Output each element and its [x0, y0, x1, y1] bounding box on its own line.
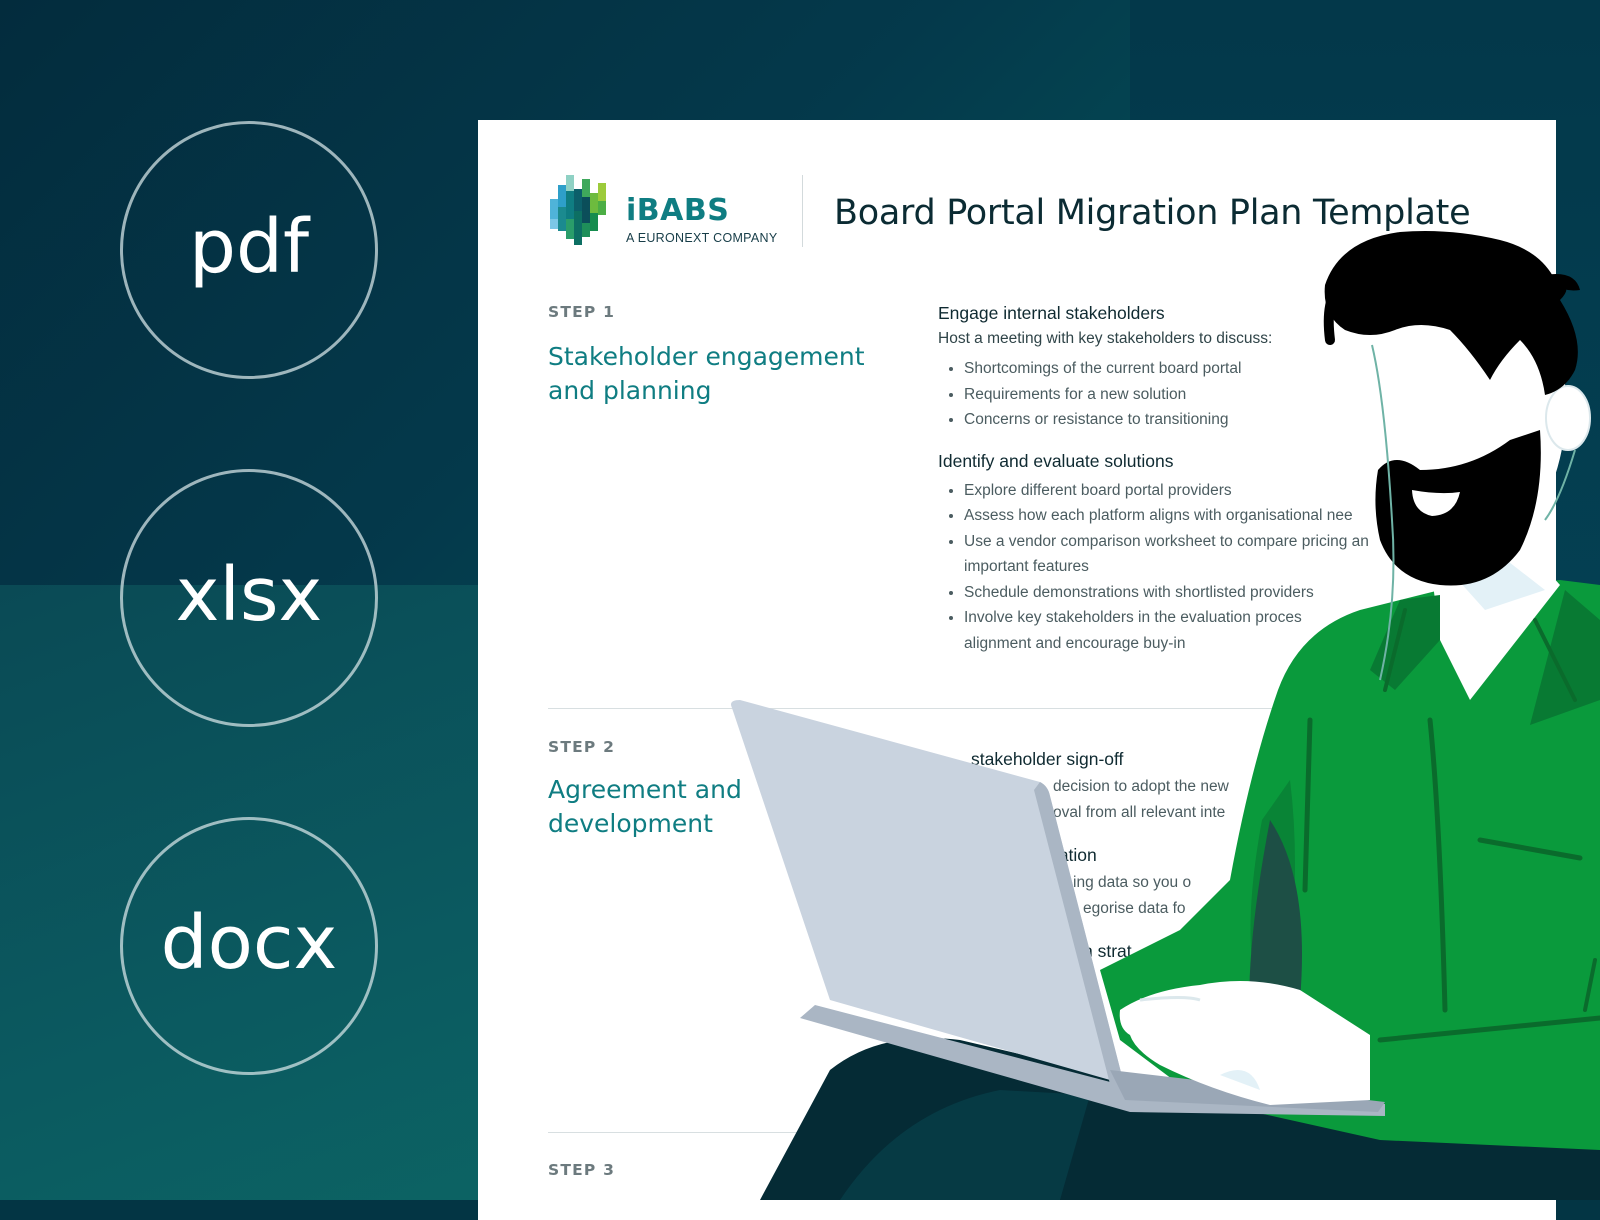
- step-1-content: Engage internal stakeholders Host a meet…: [938, 303, 1538, 674]
- list-item: Use a vendor comparison worksheet to com…: [964, 529, 1404, 580]
- bullet-list: Shortcomings of the current board portal…: [938, 356, 1538, 433]
- format-badge-pdf[interactable]: pdf: [120, 121, 378, 379]
- document-header: iBABS A EURONEXT COMPANY Board Portal Mi…: [548, 175, 1508, 247]
- header-divider: [802, 175, 803, 247]
- format-badge-label: xlsx: [175, 552, 323, 638]
- format-badge-xlsx[interactable]: xlsx: [120, 469, 378, 727]
- section-divider: [548, 708, 1508, 709]
- fragment-heading: ration: [1053, 845, 1097, 865]
- step-2-title-line-2: development: [548, 809, 713, 838]
- list-item: Assess how each platform aligns with org…: [964, 503, 1538, 529]
- fragment-text: egorise data fo: [1083, 900, 1186, 917]
- document-title: Board Portal Migration Plan Template: [834, 193, 1471, 233]
- list-item: Explore different board portal providers: [964, 478, 1538, 504]
- step-2-title-line-1: Agreement and: [548, 775, 742, 804]
- bullet-list: Explore different board portal providers…: [938, 478, 1538, 657]
- format-badge-docx[interactable]: docx: [120, 817, 378, 1075]
- step-3-label: STEP 3: [548, 1161, 616, 1179]
- fragment-text: oval from all relevant inte: [1053, 804, 1226, 821]
- brand-subtitle: A EURONEXT COMPANY: [626, 231, 778, 245]
- section-divider: [548, 1132, 1508, 1133]
- fragment-heading: n strat: [1083, 941, 1132, 961]
- step-1-label: STEP 1: [548, 303, 616, 321]
- fragment-heading: stakeholder sign-off: [971, 749, 1124, 769]
- document-preview: iBABS A EURONEXT COMPANY Board Portal Mi…: [478, 120, 1556, 1220]
- format-badge-label: docx: [160, 900, 338, 986]
- fragment-text: ing data so you o: [1073, 874, 1192, 891]
- list-item: Schedule demonstrations with shortlisted…: [964, 580, 1538, 606]
- section-heading: Identify and evaluate solutions: [938, 450, 1174, 471]
- list-item: Concerns or resistance to transitioning: [964, 407, 1538, 433]
- step-1-title: Stakeholder engagement and planning: [548, 342, 865, 405]
- list-item: Involve key stakeholders in the evaluati…: [964, 605, 1364, 656]
- brand-name: iBABS: [626, 193, 730, 228]
- list-item: Requirements for a new solution: [964, 382, 1538, 408]
- section-heading: Engage internal stakeholders: [938, 303, 1165, 323]
- ibabs-logo-icon: [550, 175, 606, 245]
- format-badge-label: pdf: [189, 204, 309, 290]
- fragment-text: decision to adopt the new: [1053, 778, 1229, 795]
- section-intro: Host a meeting with key stakeholders to …: [938, 330, 1273, 347]
- step-2-label: STEP 2: [548, 738, 616, 756]
- list-item: Shortcomings of the current board portal: [964, 356, 1538, 382]
